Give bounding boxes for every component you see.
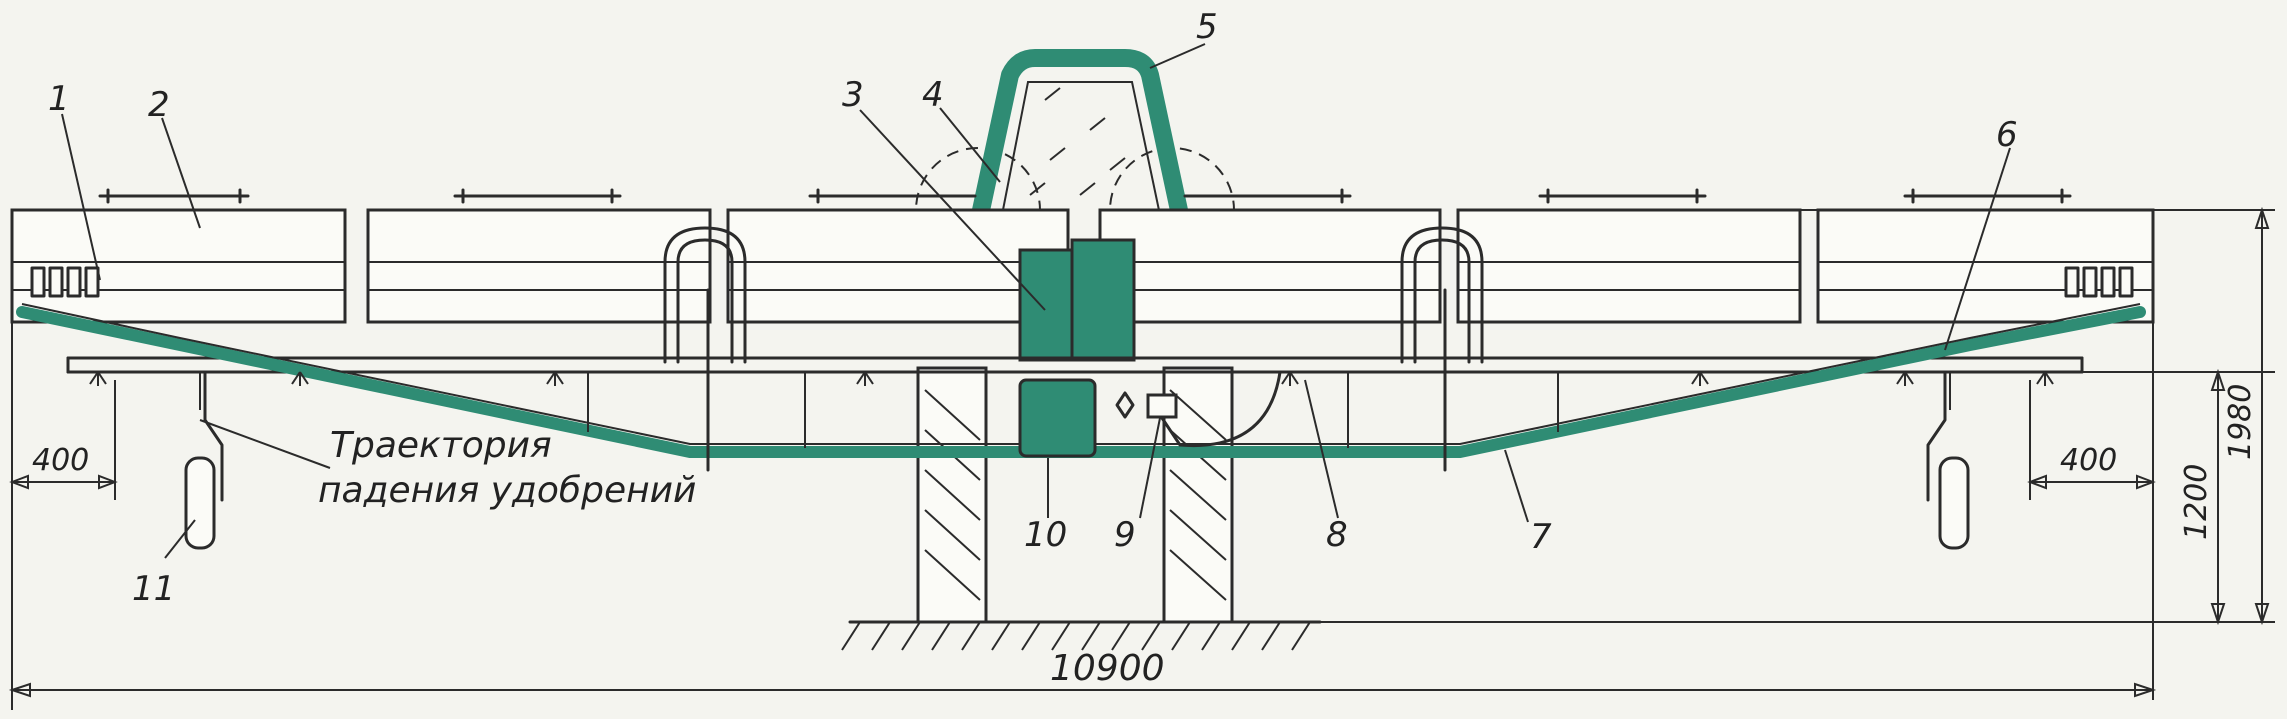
callout-4: 4 — [922, 75, 944, 115]
callout-5: 5 — [1196, 7, 1218, 47]
callout-8: 8 — [1326, 515, 1348, 555]
callout-6: 6 — [1996, 115, 2018, 155]
callouts: 1 2 3 4 5 6 7 8 9 10 11 — [48, 7, 2018, 609]
support-wheel-left — [184, 370, 224, 550]
dimension-total-height: 1980 — [2223, 206, 2270, 626]
hopper-3 — [726, 208, 1070, 324]
hopper-2 — [366, 208, 712, 324]
callout-3: 3 — [842, 75, 864, 115]
dimension-left-value: 400 — [32, 443, 89, 478]
support-wheel-right — [1926, 370, 1970, 550]
callout-11: 11 — [132, 569, 175, 609]
leader-lines — [61, 43, 2011, 559]
hopper-6 — [1816, 208, 2155, 324]
distribution-frame — [66, 356, 2084, 374]
caption-line-2: падения удобрений — [318, 470, 696, 511]
hydraulic-unit-left — [1018, 248, 1074, 362]
hopper-5 — [1456, 208, 1802, 324]
callout-10: 10 — [1024, 515, 1067, 555]
dimension-width-value: 10900 — [1050, 648, 1165, 689]
hopper-4 — [1098, 208, 1442, 324]
hydraulic-unit-right — [1070, 238, 1136, 362]
dimension-left-offset: 400 — [9, 372, 118, 500]
valve-diamond — [1115, 391, 1135, 419]
valve-block — [1146, 393, 1178, 419]
tractor-wheel-left — [916, 366, 988, 624]
callout-9: 9 — [1114, 515, 1136, 555]
height-reference-lines — [1320, 209, 2275, 623]
dimension-right-offset: 400 — [2027, 322, 2156, 700]
nozzles — [89, 371, 2054, 386]
tractor-wheel-right — [1162, 366, 1234, 624]
caption-line-1: Траектория — [330, 425, 552, 466]
dimension-lower-height: 1200 — [2179, 368, 2226, 626]
pump-unit — [1018, 378, 1097, 458]
frame-posts — [199, 372, 1951, 448]
arch-pipes-right — [1400, 226, 1484, 472]
hopper-1 — [10, 208, 347, 324]
callout-7: 7 — [1530, 517, 1552, 557]
dimension-total-width: 10900 — [8, 322, 2157, 710]
ground — [841, 620, 1322, 651]
tractor-cab — [971, 49, 1189, 224]
callout-2: 2 — [148, 85, 170, 125]
callout-1: 1 — [48, 79, 70, 119]
dimension-right-value: 400 — [2060, 443, 2117, 478]
dimension-1980-value: 1980 — [2223, 384, 2258, 460]
arch-pipes-left — [663, 226, 747, 472]
dimension-1200-value: 1200 — [2179, 464, 2214, 540]
hopper-row — [10, 188, 2155, 324]
hose — [1160, 370, 1282, 448]
